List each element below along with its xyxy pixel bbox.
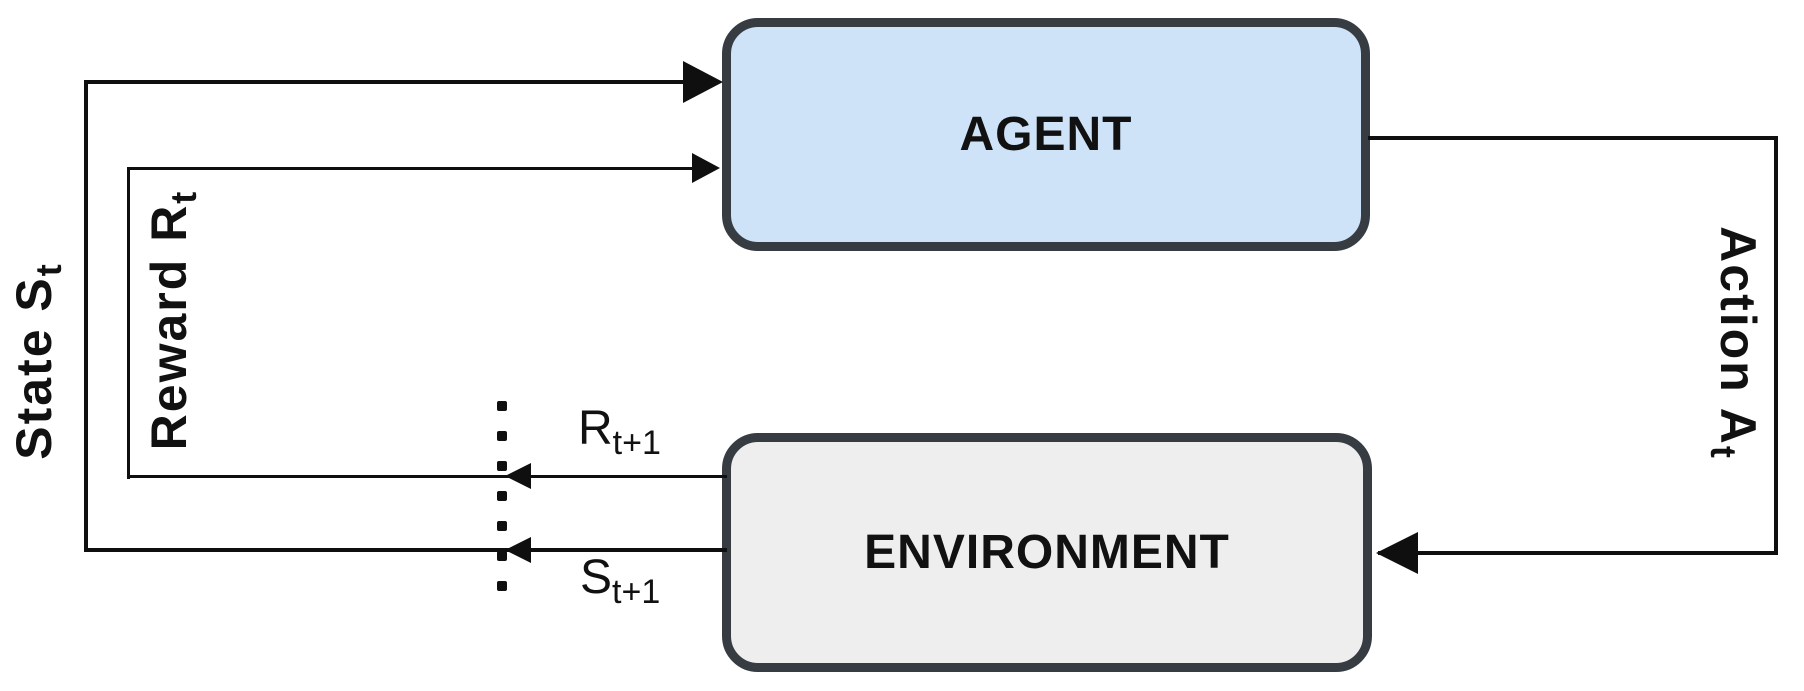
time-boundary-dot bbox=[497, 401, 507, 411]
action-label: Action At bbox=[1703, 226, 1766, 460]
reward-subscript: t bbox=[163, 189, 204, 204]
state-subscript: t bbox=[28, 262, 69, 277]
state-label: State St bbox=[6, 262, 69, 460]
next-reward-label: Rt+1 bbox=[578, 402, 661, 462]
action-line-bottom bbox=[1378, 551, 1778, 555]
next-state-line bbox=[84, 548, 727, 552]
next-reward-subscript: t+1 bbox=[612, 424, 661, 462]
time-boundary-dot bbox=[497, 491, 507, 501]
time-boundary-dot bbox=[497, 431, 507, 441]
action-subscript: t bbox=[1703, 445, 1744, 460]
agent-box: AGENT bbox=[722, 18, 1370, 251]
next-state-subscript: t+1 bbox=[612, 573, 661, 611]
environment-box: ENVIRONMENT bbox=[722, 433, 1372, 672]
action-arrowhead-icon bbox=[1376, 532, 1418, 574]
reward-line-left bbox=[127, 167, 130, 479]
action-line-top bbox=[1368, 136, 1778, 140]
state-line-left bbox=[84, 80, 88, 552]
time-boundary-dot bbox=[497, 521, 507, 531]
action-line-right bbox=[1774, 136, 1778, 555]
next-state-arrowhead-icon bbox=[505, 537, 531, 563]
reward-label: Reward Rt bbox=[141, 189, 204, 451]
next-reward-arrowhead-icon bbox=[505, 463, 531, 489]
state-line-top bbox=[84, 80, 684, 84]
time-boundary-dot bbox=[497, 461, 507, 471]
reward-arrowhead-icon bbox=[692, 153, 720, 183]
reward-line-top bbox=[127, 167, 693, 170]
state-arrowhead-icon bbox=[683, 61, 723, 103]
agent-label: AGENT bbox=[959, 108, 1133, 161]
time-boundary-dot bbox=[497, 581, 507, 591]
time-boundary-dot bbox=[497, 551, 507, 561]
environment-label: ENVIRONMENT bbox=[864, 526, 1230, 579]
next-reward-line bbox=[127, 475, 727, 478]
next-state-label: St+1 bbox=[580, 551, 661, 611]
